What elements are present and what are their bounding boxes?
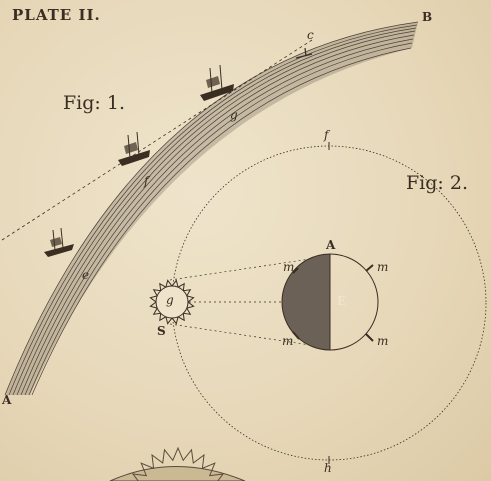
fig1-label-f: f xyxy=(144,174,148,188)
fig2-label-e: E xyxy=(337,294,346,308)
fig2-label-a: A xyxy=(326,238,335,252)
earth-curvature-band xyxy=(5,22,418,395)
m-label-3: m xyxy=(282,334,293,348)
fig2-label-s: S xyxy=(157,324,166,338)
plate-title: PLATE II. xyxy=(12,6,101,24)
ship-1 xyxy=(44,228,74,257)
line-of-sight xyxy=(2,40,312,240)
ship-2 xyxy=(118,132,150,166)
fig2-label-h: h xyxy=(324,461,332,475)
fig2-label-f: f xyxy=(324,128,328,142)
fig2-label-g: g xyxy=(166,293,174,307)
m-label-2: m xyxy=(377,260,388,274)
fig-1-title: Fig: 1. xyxy=(63,92,125,114)
m-label-1: m xyxy=(283,260,294,274)
fig1-label-e: e xyxy=(82,268,89,282)
fig-2-title: Fig: 2. xyxy=(406,172,468,194)
m-label-4: m xyxy=(377,334,388,348)
fig1-label-b: B xyxy=(422,10,432,24)
fig1-label-c: c xyxy=(307,28,314,42)
fig1-label-a: A xyxy=(2,393,11,407)
bottom-sun-decoration xyxy=(110,448,245,481)
fig1-label-g: g xyxy=(230,108,238,122)
